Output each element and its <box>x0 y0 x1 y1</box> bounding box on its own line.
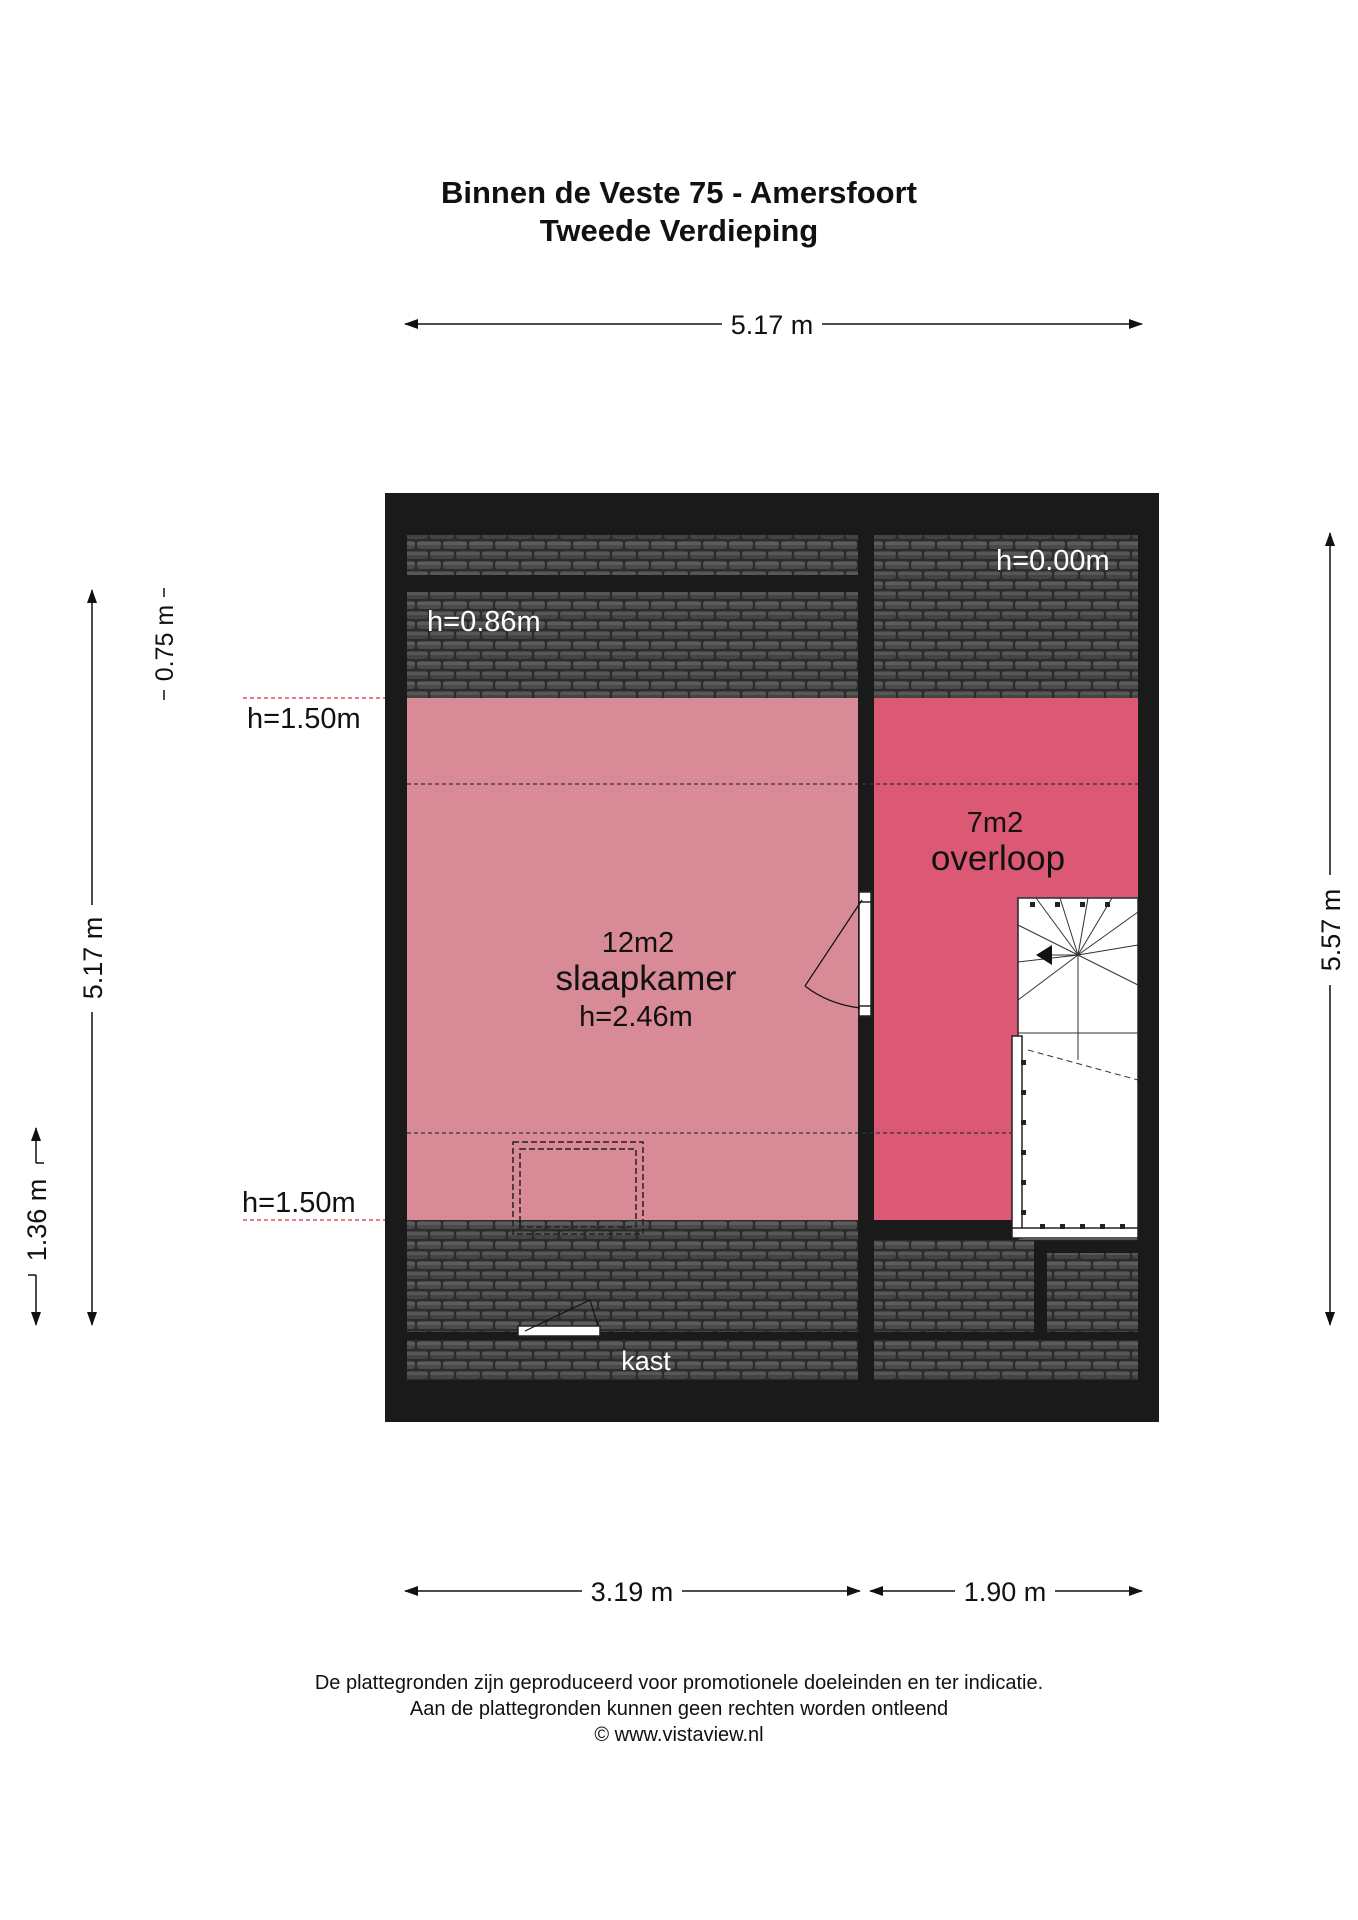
left-roof-height: h=0.86m <box>427 606 541 638</box>
dim-bottom-right-label: 1.90 m <box>964 1577 1047 1607</box>
disclaimer-line-2: Aan de plattegronden kunnen geen rechten… <box>409 1698 949 1720</box>
dim-top-width: 5.17 m <box>404 310 1143 340</box>
overloop-area: 7m2 <box>967 807 1023 839</box>
dim-bottom-left: 3.19 m <box>404 1577 861 1607</box>
roof-right-slope <box>874 535 1138 698</box>
bedroom-door[interactable] <box>804 891 872 1017</box>
slaapkamer-height: h=2.46m <box>579 1001 693 1033</box>
dim-left-upper-label: 0.75 m <box>151 605 179 681</box>
copyright[interactable]: © www.vistaview.nl <box>594 1724 764 1746</box>
kast-label: kast <box>621 1346 671 1376</box>
roof-left-bottom <box>407 1220 858 1332</box>
plan-title: Binnen de Veste 75 - Amersfoort <box>440 175 918 210</box>
dim-bottom-left-label: 3.19 m <box>591 1577 674 1607</box>
dim-left-height: 5.17 m <box>78 589 108 1326</box>
dim-right-height: 5.57 m <box>1316 532 1346 1326</box>
dim-left-lower: 1.36 m <box>22 1127 52 1326</box>
kast-right <box>874 1340 1138 1380</box>
disclaimer: De plattegronden zijn geproduceerd voor … <box>0 1670 1358 1748</box>
dim-right-height-label: 5.57 m <box>1316 889 1346 972</box>
overloop-name: overloop <box>931 839 1065 878</box>
roof-left-slope <box>407 592 858 698</box>
slaapkamer-area: 12m2 <box>602 927 675 959</box>
dim-top-width-label: 5.17 m <box>731 310 814 340</box>
dim-left-lower-label: 1.36 m <box>22 1179 52 1262</box>
right-roof-height: h=0.00m <box>996 545 1110 577</box>
kast-door[interactable] <box>517 1299 601 1337</box>
roof-right-bottom-small <box>874 1240 1034 1332</box>
dim-left-height-label: 5.17 m <box>78 917 108 1000</box>
lower-height-label: h=1.50m <box>242 1187 356 1219</box>
dim-bottom-right: 1.90 m <box>869 1577 1143 1607</box>
roof-left-top-strip <box>407 535 858 575</box>
floor-subtitle: Tweede Verdieping <box>539 213 819 248</box>
upper-height-label: h=1.50m <box>247 703 361 735</box>
kast-left <box>407 1340 858 1380</box>
roof-right-bottom <box>1047 1253 1138 1332</box>
skylight <box>512 1141 644 1235</box>
staircase[interactable] <box>1011 897 1139 1241</box>
disclaimer-line-1: De plattegronden zijn geproduceerd voor … <box>314 1672 1044 1694</box>
slaapkamer-name: slaapkamer <box>556 959 737 998</box>
dim-left-upper: 0.75 m <box>151 588 179 700</box>
